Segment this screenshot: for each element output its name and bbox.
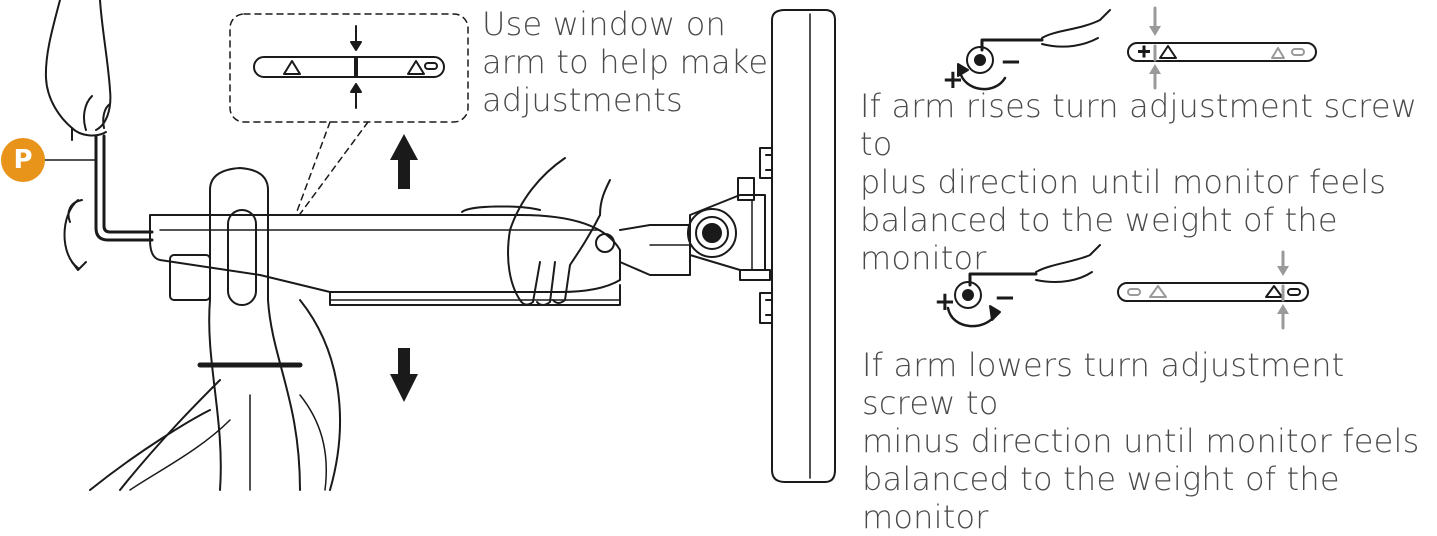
callout-line-3: adjustments xyxy=(482,81,683,119)
lower-plus-symbol: + xyxy=(934,287,956,317)
lower-line-3: balanced to the weight of the monitor xyxy=(862,460,1340,536)
rise-line-4: monitor xyxy=(860,239,987,277)
window-callout xyxy=(229,13,469,215)
mount-column xyxy=(89,167,341,491)
rise-plus-symbol: + xyxy=(942,65,964,95)
rise-minus-symbol: − xyxy=(1000,47,1022,77)
lower-line-2: minus direction until monitor feels xyxy=(862,422,1420,460)
tilt-joint xyxy=(687,177,771,281)
down-arrow-icon xyxy=(390,348,418,402)
step-badge: P xyxy=(1,138,45,182)
up-arrow-icon xyxy=(390,134,418,189)
rise-adjustment-illustration xyxy=(957,9,1317,91)
rise-instruction: If arm rises turn adjustment screw to pl… xyxy=(860,87,1430,277)
hand-on-arm xyxy=(461,157,611,306)
rise-plus-icon xyxy=(1138,45,1150,58)
lower-minus-symbol: − xyxy=(994,283,1016,313)
lower-line-1: If arm lowers turn adjustment screw to xyxy=(862,346,1345,422)
arm-body xyxy=(149,214,691,306)
rise-line-3: balanced to the weight of the xyxy=(860,201,1338,239)
rise-indicator-arrows xyxy=(1149,6,1161,90)
callout-line-2: arm to help make xyxy=(482,43,769,81)
callout-text: Use window on arm to help make adjustmen… xyxy=(482,5,782,119)
lower-indicator-arrows xyxy=(1277,250,1289,330)
rise-line-2: plus direction until monitor feels xyxy=(860,163,1387,201)
monitor-side-view xyxy=(759,9,836,483)
monitor-arm-diagram: + − + − xyxy=(41,0,1317,491)
lower-adjustment-illustration xyxy=(946,244,1309,328)
rise-line-1: If arm rises turn adjustment screw to xyxy=(860,87,1418,163)
lower-instruction: If arm lowers turn adjustment screw to m… xyxy=(862,346,1432,536)
left-hand-with-key xyxy=(41,0,154,271)
callout-line-1: Use window on xyxy=(482,5,726,43)
